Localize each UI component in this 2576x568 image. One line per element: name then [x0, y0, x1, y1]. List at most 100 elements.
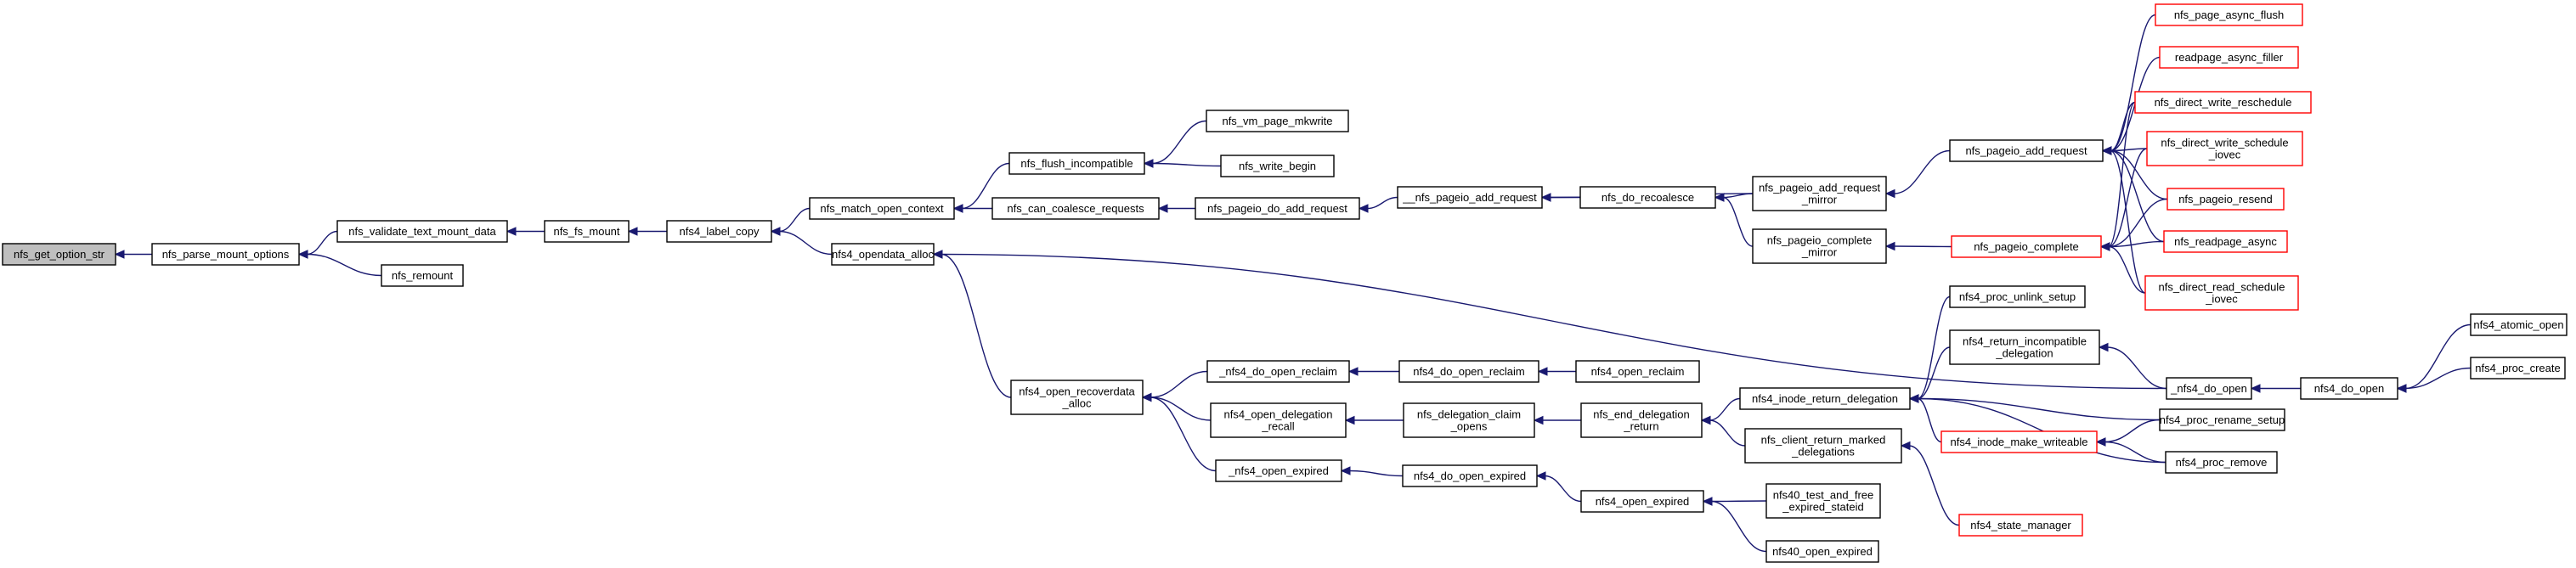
- node-nfs4-return-incompatible-delegation[interactable]: nfs4_return_incompatible_delegation: [1949, 329, 2100, 365]
- call-edge-n32-n28: [1344, 415, 1404, 425]
- node-label: nfs_pageio_complete: [1767, 234, 1873, 247]
- call-edge-n34-n32: [1533, 415, 1581, 425]
- call-edge-n17-n15: [1884, 149, 1951, 199]
- node-nfs4-proc-rename-setup[interactable]: nfs4_proc_rename_setup: [2159, 408, 2285, 431]
- node-nfs-delegation-claim-opens[interactable]: nfs_delegation_claim_opens: [1403, 402, 1535, 438]
- node-label: nfs_write_begin: [1239, 160, 1316, 172]
- node-label: nfs_remount: [392, 269, 454, 282]
- call-edge-n12-n9: [1157, 204, 1196, 213]
- node-nfs4-proc-unlink-setup[interactable]: nfs4_proc_unlink_setup: [1949, 285, 2086, 308]
- node-nfs4-do-open[interactable]: _nfs4_do_open: [2166, 377, 2252, 400]
- node-label: nfs_vm_page_mkwrite: [1222, 115, 1332, 127]
- call-edge-n18-n16: [1884, 241, 1952, 251]
- node-nfs-write-begin[interactable]: nfs_write_begin: [1220, 155, 1335, 177]
- node-nfs-fs-mount[interactable]: nfs_fs_mount: [544, 220, 630, 243]
- call-edge-n13-n12: [1358, 196, 1398, 213]
- node-label: nfs4_open_reclaim: [1591, 365, 1685, 378]
- node-nfs4-open-expired[interactable]: _nfs4_open_expired: [1215, 459, 1342, 482]
- call-edge-n30-n27: [1347, 367, 1399, 376]
- call-edge-n16-n14: [1714, 193, 1754, 247]
- node-nfs-client-return-marked-delegations[interactable]: nfs_client_return_marked_delegations: [1744, 428, 1902, 464]
- node-nfs4-label-copy[interactable]: nfs4_label_copy: [666, 220, 772, 243]
- node-label: nfs4_proc_unlink_setup: [1959, 290, 2076, 303]
- node-nfs-direct-write-schedule-iovec[interactable]: nfs_direct_write_schedule_iovec: [2146, 131, 2303, 166]
- node-nfs4-open-reclaim[interactable]: nfs4_open_reclaim: [1575, 360, 1700, 383]
- node-nfs-can-coalesce-requests[interactable]: nfs_can_coalesce_requests: [991, 197, 1160, 220]
- node-nfs40-test-and-free-expired-stateid[interactable]: nfs40_test_and_free_expired_stateid: [1765, 483, 1881, 519]
- call-edge-n44-n7: [932, 250, 2167, 390]
- node-nfs4-do-open-reclaim[interactable]: _nfs4_do_open_reclaim: [1206, 360, 1350, 383]
- node-nfs4-inode-make-writeable[interactable]: nfs4_inode_make_writeable: [1940, 430, 2098, 453]
- node-nfs-validate-text-mount-data[interactable]: nfs_validate_text_mount_data: [336, 220, 508, 243]
- node-label: _nfs4_open_expired: [1228, 464, 1329, 477]
- node-label: _nfs4_do_open_reclaim: [1218, 365, 1337, 378]
- node-readpage-async-filler[interactable]: readpage_async_filler: [2159, 46, 2299, 69]
- call-edge-n37-n34: [1700, 415, 1746, 447]
- node-label: nfs_page_async_flush: [2174, 8, 2284, 21]
- node-nfs-pageio-complete-mirror[interactable]: nfs_pageio_complete_mirror: [1752, 228, 1887, 264]
- call-edge-n40-n36: [1908, 295, 1951, 403]
- node-nfs4-open-delegation-recall[interactable]: nfs4_open_delegation_recall: [1210, 402, 1347, 438]
- node-nfs4-open-expired[interactable]: nfs4_open_expired: [1580, 490, 1704, 513]
- node-nfs-pageio-resend[interactable]: nfs_pageio_resend: [2166, 188, 2285, 211]
- node-label: nfs4_open_delegation: [1224, 408, 1333, 421]
- node-label: nfs_flush_incompatible: [1020, 157, 1133, 170]
- node-label: nfs_readpage_async: [2174, 235, 2277, 248]
- node-nfs-end-delegation-return[interactable]: nfs_end_delegation_return: [1580, 402, 1703, 438]
- node-label: _recall: [1261, 420, 1294, 433]
- node-label: nfs4_do_open: [2314, 382, 2384, 395]
- node-label: nfs4_proc_rename_setup: [2160, 413, 2285, 426]
- node-nfs-direct-read-schedule-iovec[interactable]: nfs_direct_read_schedule_iovec: [2144, 275, 2299, 311]
- node-nfs-pageio-do-add-request[interactable]: nfs_pageio_do_add_request: [1195, 197, 1360, 220]
- node-nfs-readpage-async[interactable]: nfs_readpage_async: [2163, 230, 2288, 253]
- node-label: _return: [1623, 420, 1658, 433]
- call-edge-n5-n4: [627, 227, 668, 236]
- node-nfs4-do-open[interactable]: nfs4_do_open: [2300, 377, 2398, 400]
- call-edge-n35-n33: [1535, 471, 1582, 503]
- node-label: nfs_direct_read_schedule: [2159, 281, 2285, 294]
- call-edge-n4-n2: [506, 227, 545, 236]
- node-nfs4-do-open-expired[interactable]: nfs4_do_open_expired: [1402, 464, 1538, 487]
- node-nfs-direct-write-reschedule[interactable]: nfs_direct_write_reschedule: [2134, 91, 2312, 114]
- node-label: nfs_fs_mount: [553, 225, 619, 238]
- call-edge-n42-n36: [1908, 394, 1942, 443]
- call-edge-n43-n37: [1900, 441, 1960, 526]
- node-nfs4-state-manager[interactable]: nfs4_state_manager: [1958, 514, 2083, 537]
- node-label: nfs4_do_open_expired: [1414, 470, 1526, 482]
- call-edge-n23-n18: [2099, 198, 2168, 251]
- node-nfs40-open-expired[interactable]: nfs40_open_expired: [1765, 540, 1879, 563]
- node-nfs4-proc-create[interactable]: nfs4_proc_create: [2470, 357, 2566, 380]
- call-edge-n11-n8: [1143, 159, 1222, 168]
- call-edge-n39-n35: [1702, 497, 1767, 553]
- node-nfs-remount[interactable]: nfs_remount: [381, 264, 464, 287]
- node-nfs4-inode-return-delegation[interactable]: nfs4_inode_return_delegation: [1739, 387, 1911, 410]
- node-label: _mirror: [1801, 246, 1838, 259]
- node-nfs4-opendata-alloc[interactable]: nfs4_opendata_alloc: [831, 243, 935, 266]
- node-label: nfs_validate_text_mount_data: [348, 225, 496, 238]
- node-nfs-match-open-context[interactable]: nfs_match_open_context: [809, 197, 955, 220]
- call-edge-n33-n29: [1340, 466, 1404, 477]
- node-label: nfs4_proc_remove: [2176, 456, 2268, 469]
- node-nfs-pageio-add-request-mirror[interactable]: nfs_pageio_add_request_mirror: [1752, 176, 1887, 211]
- node-label: nfs4_state_manager: [1970, 519, 2071, 531]
- node-nfs-do-recoalesce[interactable]: nfs_do_recoalesce: [1579, 186, 1716, 209]
- node-nfs-pageio-complete[interactable]: nfs_pageio_complete: [1951, 235, 2102, 258]
- node-label: nfs4_return_incompatible: [1963, 335, 2087, 348]
- node-label: nfs4_atomic_open: [2473, 318, 2563, 331]
- call-edge-n29-n26: [1141, 392, 1217, 472]
- node-nfs-pageio-add-request[interactable]: nfs_pageio_add_request: [1949, 139, 2104, 162]
- node-nfs-pageio-add-request[interactable]: __nfs_pageio_add_request: [1397, 186, 1543, 209]
- call-edge-n49-n36: [1908, 394, 2166, 464]
- node-nfs4-do-open-reclaim[interactable]: nfs4_do_open_reclaim: [1398, 360, 1539, 383]
- node-nfs4-open-recoverdata-alloc[interactable]: nfs4_open_recoverdata_alloc: [1010, 380, 1144, 415]
- node-nfs4-proc-remove[interactable]: nfs4_proc_remove: [2165, 451, 2278, 474]
- node-nfs-vm-page-mkwrite[interactable]: nfs_vm_page_mkwrite: [1206, 110, 1349, 132]
- node-nfs-get-option-str[interactable]: nfs_get_option_str: [2, 243, 116, 266]
- node-label: nfs_parse_mount_options: [162, 248, 290, 261]
- node-nfs-parse-mount-options[interactable]: nfs_parse_mount_options: [151, 243, 300, 266]
- node-nfs-flush-incompatible[interactable]: nfs_flush_incompatible: [1008, 152, 1145, 175]
- node-nfs-page-async-flush[interactable]: nfs_page_async_flush: [2155, 3, 2303, 26]
- node-nfs4-atomic-open[interactable]: nfs4_atomic_open: [2470, 313, 2568, 336]
- call-edge-n31-n30: [1537, 367, 1576, 376]
- node-label: nfs_pageio_do_add_request: [1207, 202, 1347, 215]
